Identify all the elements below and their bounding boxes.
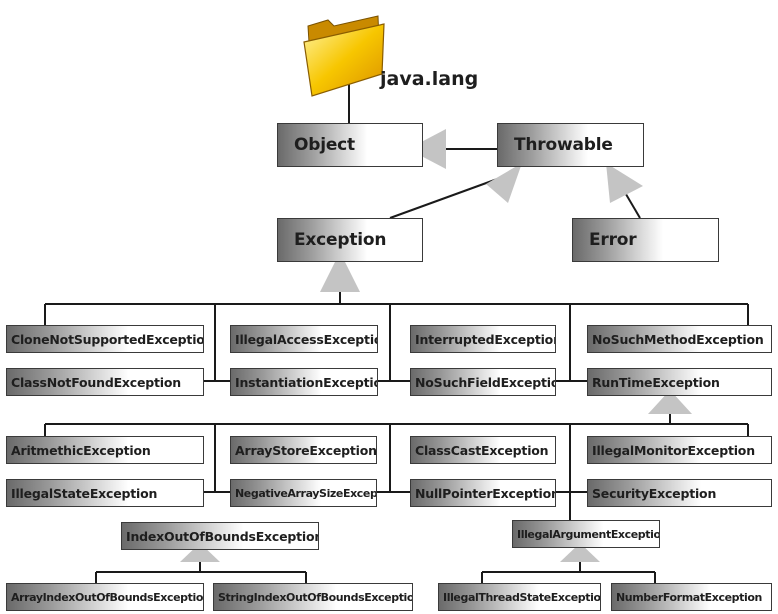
class-illegal-access-exception[interactable]: IllegalAccessException bbox=[230, 325, 378, 353]
arrow-to-throwable-from-error bbox=[606, 163, 643, 203]
class-index-out-of-bounds-exception[interactable]: IndexOutOfBoundsException bbox=[121, 522, 319, 550]
class-object[interactable]: Object bbox=[277, 123, 423, 167]
class-no-such-method-exception[interactable]: NoSuchMethodException bbox=[587, 325, 772, 353]
arrow-to-throwable-from-exception bbox=[486, 163, 522, 203]
class-no-such-field-exception[interactable]: NoSuchFieldException bbox=[410, 368, 556, 396]
connector-lines bbox=[44, 65, 749, 583]
arrow-to-exception bbox=[320, 252, 360, 292]
class-class-not-found-exception[interactable]: ClassNotFoundException bbox=[6, 368, 204, 396]
exception-to-throwable-line bbox=[389, 177, 501, 219]
class-array-index-out-of-bounds-exception[interactable]: ArrayIndexOutOfBoundsException bbox=[6, 583, 204, 611]
arrow-to-runtime bbox=[648, 390, 692, 414]
folder-icon bbox=[300, 8, 392, 103]
arrow-to-object bbox=[408, 129, 446, 169]
class-security-exception[interactable]: SecurityException bbox=[587, 479, 772, 507]
class-runtime-exception[interactable]: RunTimeException bbox=[587, 368, 772, 396]
class-interrupted-exception[interactable]: InterruptedException bbox=[410, 325, 556, 353]
inheritance-arrows bbox=[180, 129, 692, 562]
class-illegal-state-exception[interactable]: IllegalStateException bbox=[6, 479, 204, 507]
class-number-format-exception[interactable]: NumberFormatException bbox=[611, 583, 772, 611]
class-throwable[interactable]: Throwable bbox=[497, 123, 644, 167]
class-negative-array-size-exception[interactable]: NegativeArraySizeException bbox=[230, 479, 377, 507]
class-null-pointer-exception[interactable]: NullPointerException bbox=[410, 479, 556, 507]
arrow-to-illegal-argument bbox=[560, 543, 600, 562]
class-illegal-argument-exception[interactable]: IllegalArgumentException bbox=[512, 520, 660, 548]
class-exception[interactable]: Exception bbox=[277, 218, 423, 262]
class-illegal-monitor-exception[interactable]: IllegalMonitorException bbox=[587, 436, 772, 464]
class-class-cast-exception[interactable]: ClassCastException bbox=[410, 436, 556, 464]
class-string-index-out-of-bounds-exception[interactable]: StringIndexOutOfBoundsException bbox=[213, 583, 413, 611]
package-label: java.lang bbox=[380, 68, 479, 90]
class-instantiation-exception[interactable]: InstantiationException bbox=[230, 368, 378, 396]
arrow-to-index-bounds bbox=[180, 543, 220, 562]
class-arithmetic-exception[interactable]: AritmethicException bbox=[6, 436, 204, 464]
class-illegal-thread-state-exception[interactable]: IllegalThreadStateException bbox=[438, 583, 601, 611]
class-error[interactable]: Error bbox=[572, 218, 719, 262]
class-array-store-exception[interactable]: ArrayStoreException bbox=[230, 436, 377, 464]
class-clone-not-supported-exception[interactable]: CloneNotSupportedException bbox=[6, 325, 204, 353]
